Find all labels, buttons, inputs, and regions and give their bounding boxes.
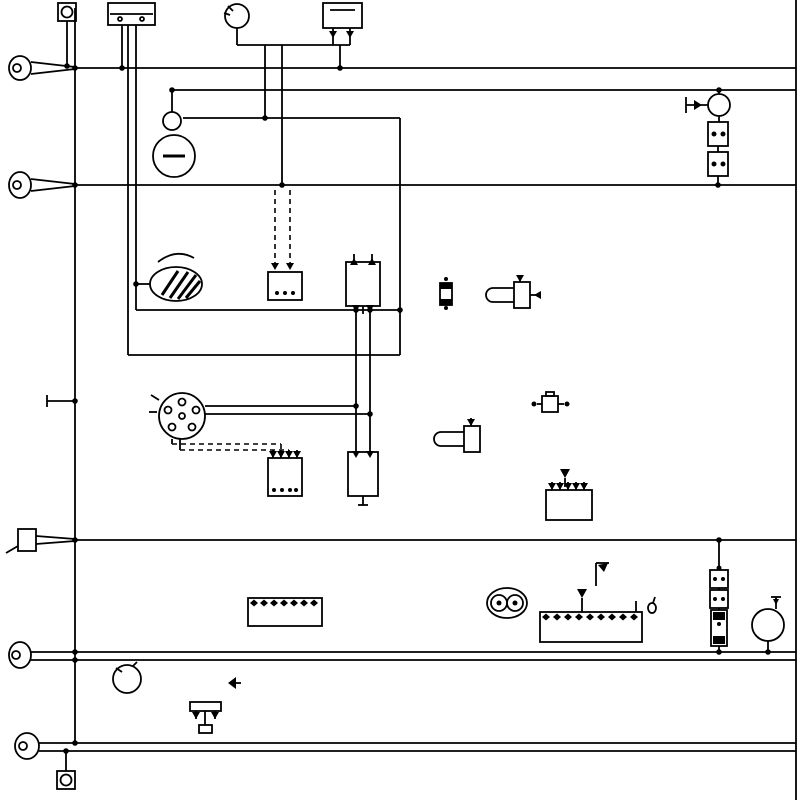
terminal-strip-1 — [247, 597, 323, 627]
connector-r4 — [709, 589, 729, 609]
inline-fuse-2 — [433, 418, 481, 453]
terminal-strip-2 — [539, 601, 643, 643]
relay-1 — [345, 254, 381, 314]
top-harness — [237, 44, 350, 188]
motor-bottom-left — [112, 661, 142, 694]
main-ground-bus — [72, 8, 78, 746]
indicator-lamp-top — [223, 3, 250, 45]
horn-twin — [486, 587, 528, 619]
bulkhead-dashed-pair — [271, 190, 294, 270]
connector-r3 — [709, 569, 729, 589]
flasher-unit — [133, 252, 203, 302]
probe-arrow — [228, 677, 241, 689]
fuse-right — [710, 609, 728, 647]
connector-r1 — [707, 121, 729, 152]
connector-2pin — [267, 271, 303, 301]
ring-terminal-b — [8, 171, 76, 199]
fuel-sender — [685, 87, 731, 122]
distributor-coil-dashed — [172, 443, 289, 451]
bracket-lamp — [189, 701, 222, 734]
spade-terminal-c — [5, 528, 76, 554]
ignition-switch-wires — [119, 25, 137, 355]
connector-r2 — [707, 151, 729, 188]
sensor-small — [531, 391, 570, 413]
ring-terminal-e — [14, 732, 40, 760]
fuse-holder-1 — [485, 275, 541, 309]
relay-2 — [347, 451, 379, 506]
relay-chain-wires — [353, 306, 373, 452]
charging-loop — [128, 117, 403, 356]
relay-top — [322, 2, 363, 45]
arrow-drop-1 — [560, 469, 570, 487]
inline-fuse-1 — [439, 277, 453, 310]
distributor — [149, 392, 370, 450]
ring-terminal-d — [8, 641, 32, 669]
left-stub-terminal — [46, 395, 75, 407]
ground-lug-top — [57, 2, 77, 69]
ammeter — [152, 87, 196, 178]
arrow-drop-2 — [577, 589, 587, 612]
connector-5pin — [545, 482, 593, 521]
horn-right — [751, 596, 785, 655]
bulb-teardrop — [647, 596, 657, 614]
flag-marker — [595, 562, 609, 586]
ring-terminal-a — [8, 55, 76, 81]
coil-connector — [267, 450, 303, 497]
ground-lug-bottom — [56, 748, 76, 790]
ignition-switch — [107, 2, 156, 26]
